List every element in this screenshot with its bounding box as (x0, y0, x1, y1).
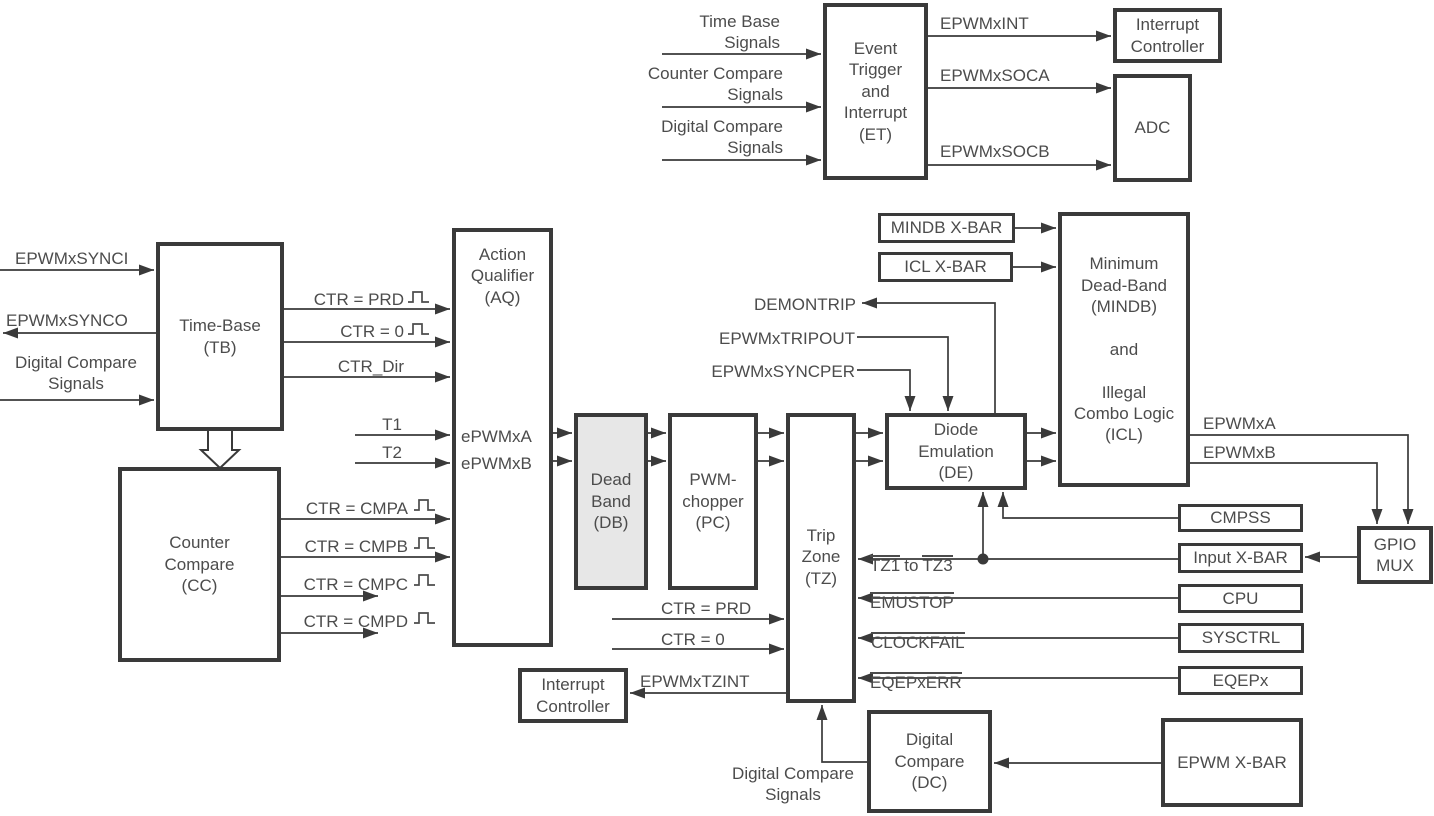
label-ctr-prd-tz: CTR = PRD (661, 599, 752, 618)
block-adc: ADC (1113, 74, 1192, 182)
label-ctr-cmpb: CTR = CMPB (304, 537, 408, 556)
pulse-icon (408, 291, 429, 303)
block-digital-compare: Digital Compare (DC) (867, 710, 992, 813)
block-adc-label: ADC (1134, 118, 1171, 138)
block-eqepx-label: EQEPx (1212, 670, 1269, 690)
label-digital-compare-signals-left: Digital Compare Signals (15, 353, 137, 394)
label-epwmxb-out: EPWMxB (1203, 443, 1276, 462)
block-input-xbar: Input X-BAR (1178, 543, 1303, 573)
label-epwmxsynco: EPWMxSYNCO (6, 311, 128, 330)
label-time-base-signals: Time Base Signals (699, 12, 780, 53)
wire-epwmxb-out (1190, 462, 1383, 524)
block-event-trigger-label: Event Trigger and Interrupt (ET) (843, 38, 908, 144)
pulse-icon (408, 323, 429, 335)
block-gpio-mux: GPIO MUX (1357, 526, 1433, 584)
label-eqepxerr-text: EQEPxERR (870, 672, 962, 693)
block-event-trigger: Event Trigger and Interrupt (ET) (823, 3, 928, 180)
wire-epwmxsyncper (857, 369, 916, 411)
block-mindb-xbar: MINDB X-BAR (878, 213, 1015, 243)
label-eqepxerr: EQEPxERR (870, 651, 962, 694)
junction-dot (977, 553, 989, 565)
block-cpu-label: CPU (1222, 588, 1259, 608)
aq-port-epwmxa-label: ePWMxA (461, 427, 532, 446)
block-cpu: CPU (1178, 584, 1303, 613)
block-digital-compare-label: Digital Compare (DC) (894, 730, 965, 793)
block-interrupt-controller-top-label: Interrupt Controller (1130, 15, 1205, 56)
block-epwm-xbar-label: EPWM X-BAR (1177, 752, 1287, 772)
block-cmpss-label: CMPSS (1210, 508, 1271, 528)
block-interrupt-controller-bottom-label: Interrupt Controller (536, 675, 610, 716)
pulse-icon (414, 574, 435, 586)
block-cmpss: CMPSS (1178, 504, 1303, 532)
block-time-base: Time-Base (TB) (156, 242, 284, 431)
label-epwmxsyncper: EPWMxSYNCPER (711, 362, 855, 381)
block-trip-zone: Trip Zone (TZ) (786, 413, 856, 703)
label-t2: T2 (382, 443, 402, 462)
block-input-xbar-label: Input X-BAR (1193, 548, 1288, 568)
block-gpio-mux-label: GPIO MUX (1373, 534, 1417, 575)
label-ctr-cmpd: CTR = CMPD (303, 612, 408, 631)
block-time-base-label: Time-Base (TB) (179, 316, 261, 357)
label-tz1: TZ1 (870, 555, 901, 576)
label-ctr-cmpa: CTR = CMPA (305, 499, 408, 518)
label-counter-compare-signals: Counter Compare Signals (647, 64, 783, 105)
label-epwmxtzint: EPWMxTZINT (640, 672, 750, 691)
block-mindb-icl-label: Minimum Dead-Band (MINDB) and Illegal Co… (1073, 254, 1175, 445)
wire-demontrip (862, 297, 996, 413)
block-mindb-icl: Minimum Dead-Band (MINDB) and Illegal Co… (1058, 212, 1190, 487)
label-demontrip: DEMONTRIP (754, 295, 856, 314)
block-action-qualifier-label: Action Qualifier (AQ) (470, 245, 535, 307)
wire-epwmxtripout (857, 336, 954, 411)
label-ctr-zero: CTR = 0 (340, 322, 404, 341)
block-counter-compare-label: Counter Compare (CC) (164, 533, 235, 596)
label-epwmxsynci: EPWMxSYNCI (15, 249, 129, 268)
block-epwm-xbar: EPWM X-BAR (1161, 718, 1303, 807)
label-ctr-prd: CTR = PRD (313, 290, 404, 309)
label-tz3: TZ3 (922, 555, 953, 576)
block-sysctrl-label: SYSCTRL (1201, 628, 1281, 648)
label-epwmxint: EPWMxINT (940, 14, 1029, 33)
pulse-icon (414, 499, 435, 511)
block-sysctrl: SYSCTRL (1178, 623, 1304, 653)
block-trip-zone-label: Trip Zone (TZ) (801, 526, 841, 588)
block-interrupt-controller-bottom: Interrupt Controller (518, 668, 628, 723)
label-epwmxa-out: EPWMxA (1203, 414, 1276, 433)
block-action-qualifier: Action Qualifier (AQ) (452, 228, 553, 647)
block-interrupt-controller-top: Interrupt Controller (1113, 8, 1222, 63)
block-icl-xbar-label: ICL X-BAR (904, 257, 987, 277)
hollow-arrow-tb-cc (198, 431, 242, 470)
pulse-icon (414, 537, 435, 549)
label-ctr-cmpc: CTR = CMPC (303, 575, 408, 594)
block-eqepx: EQEPx (1178, 666, 1303, 695)
label-t1: T1 (382, 415, 402, 434)
pulse-icon (414, 612, 435, 624)
block-mindb-xbar-label: MINDB X-BAR (890, 218, 1003, 238)
label-emustop-text: EMUSTOP (870, 592, 954, 613)
block-diode-emulation-label: Diode Emulation (DE) (918, 420, 994, 483)
block-dead-band-label: Dead Band (DB) (590, 470, 632, 533)
block-pwm-chopper-label: PWM- chopper (PC) (682, 470, 744, 533)
label-epwmxsocb: EPWMxSOCB (940, 142, 1050, 161)
label-epwmxtripout: EPWMxTRIPOUT (719, 329, 855, 348)
label-digital-compare-signals-bottom: Digital Compare Signals (732, 764, 854, 805)
label-clockfail-text: CLOCKFAIL (871, 632, 965, 653)
label-ctr-zero-tz: CTR = 0 (661, 630, 725, 649)
wire-dc-tz (816, 705, 867, 763)
label-clockfail: CLOCKFAIL (871, 611, 965, 654)
label-tz-to: to (904, 556, 919, 576)
label-digital-compare-signals-top: Digital Compare Signals (661, 117, 783, 158)
wire-epwmxa-out (1190, 434, 1414, 524)
block-icl-xbar: ICL X-BAR (878, 252, 1013, 282)
aq-port-epwmxb-label: ePWMxB (461, 454, 532, 473)
block-counter-compare: Counter Compare (CC) (118, 467, 281, 662)
wire-cmpss-de (997, 492, 1178, 519)
block-dead-band: Dead Band (DB) (574, 413, 648, 590)
label-epwmxsoca: EPWMxSOCA (940, 66, 1050, 85)
block-diode-emulation: Diode Emulation (DE) (885, 413, 1027, 490)
block-pwm-chopper: PWM- chopper (PC) (668, 413, 758, 590)
label-ctr-dir: CTR_Dir (337, 357, 404, 376)
label-emustop: EMUSTOP (870, 571, 954, 614)
